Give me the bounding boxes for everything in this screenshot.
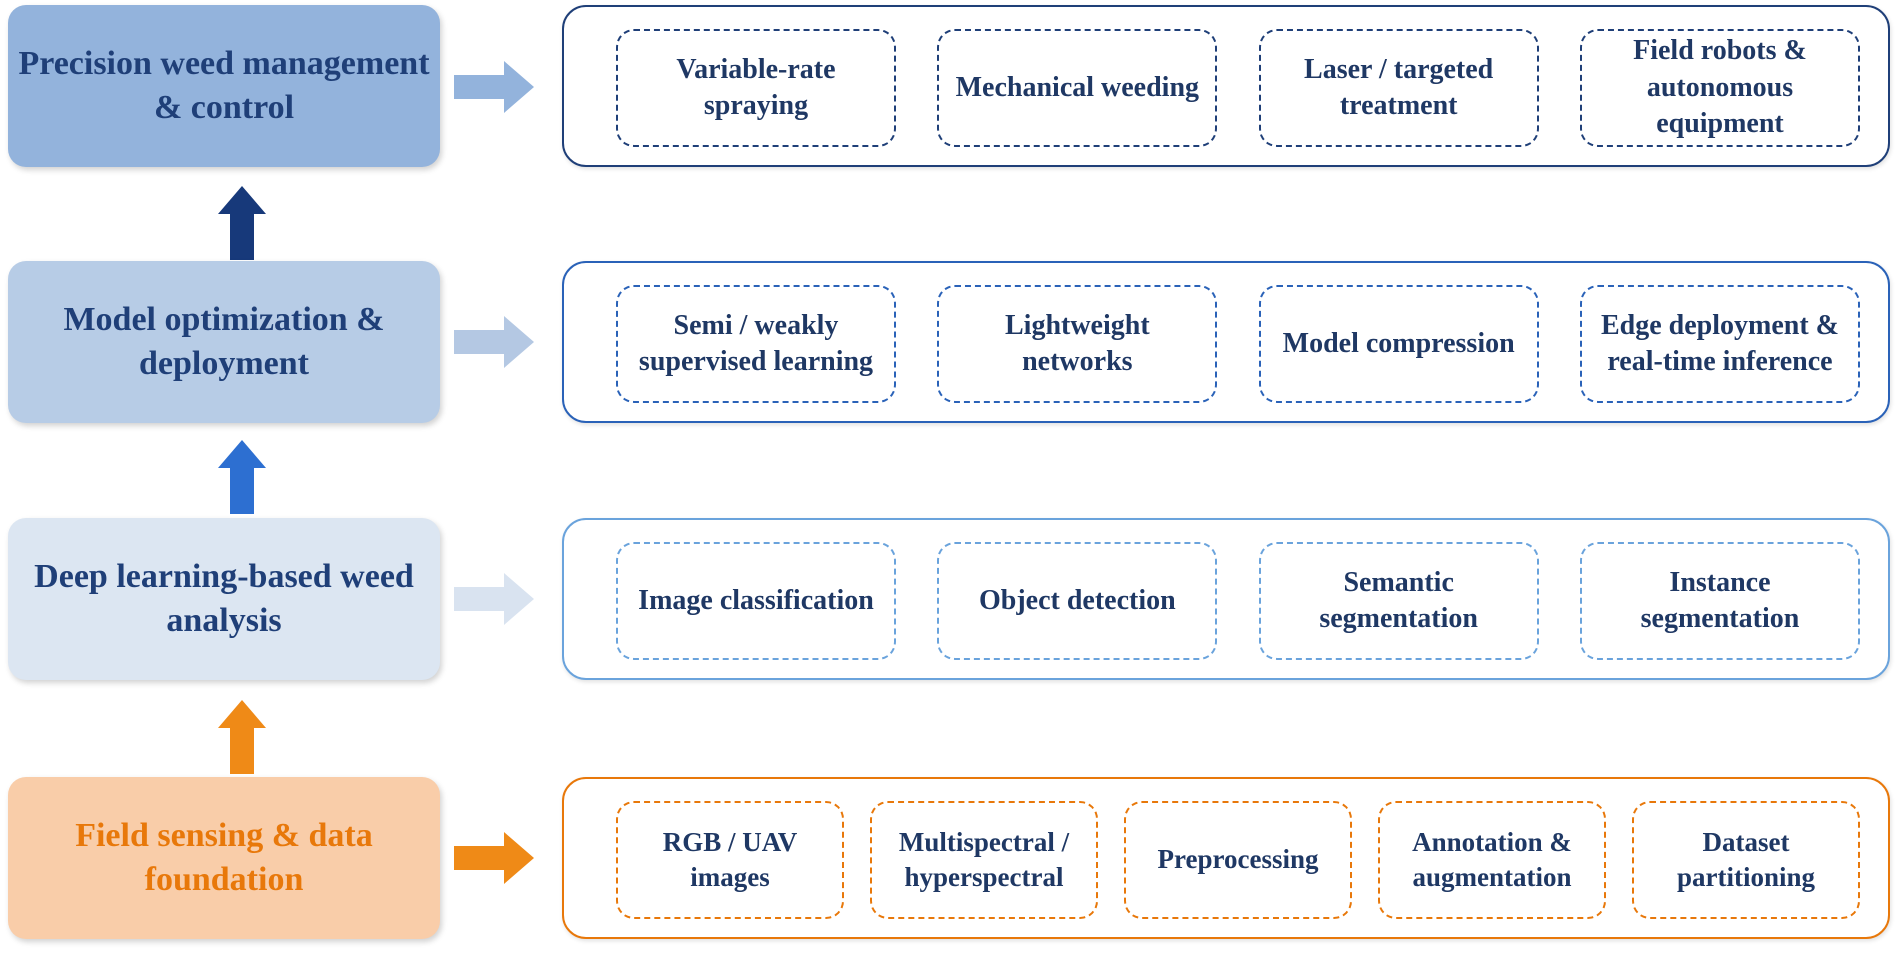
item-field-robots: Field robots & autonomous equipment: [1579, 29, 1860, 147]
stage-box-deep-learning: Deep learning-based weed analysis: [8, 518, 440, 680]
item-mechanical-weeding: Mechanical weeding: [937, 29, 1218, 147]
up-arrow-icon: [218, 700, 266, 774]
panel-model-optimization: Semi / weakly supervised learning Lightw…: [562, 261, 1890, 423]
stage-title: Deep learning-based weed analysis: [34, 557, 414, 639]
item-preprocessing: Preprocessing: [1124, 801, 1352, 919]
item-variable-rate-spraying: Variable-rate spraying: [616, 29, 896, 147]
right-arrow-icon: [454, 316, 534, 368]
item-object-detection: Object detection: [937, 542, 1218, 660]
right-arrow-icon: [454, 573, 534, 625]
item-instance-segmentation: Instance segmentation: [1579, 542, 1860, 660]
stage-title: Field sensing & data foundation: [75, 816, 373, 898]
item-multispectral-hyperspectral: Multispectral / hyperspectral: [870, 801, 1098, 919]
panel-precision-control: Variable-rate spraying Mechanical weedin…: [562, 5, 1890, 167]
right-arrow-icon: [454, 61, 534, 113]
item-model-compression: Model compression: [1258, 285, 1539, 403]
stage-box-model-optimization: Model optimization & deployment: [8, 261, 440, 423]
panel-field-sensing: RGB / UAV images Multispectral / hypersp…: [562, 777, 1890, 939]
item-semantic-segmentation: Semantic segmentation: [1258, 542, 1539, 660]
up-arrow-icon: [218, 440, 266, 514]
item-annotation-augmentation: Annotation & augmentation: [1378, 801, 1606, 919]
stage-box-field-sensing: Field sensing & data foundation: [8, 777, 440, 939]
stage-title: Model optimization & deployment: [63, 300, 385, 382]
item-dataset-partitioning: Dataset partitioning: [1632, 801, 1860, 919]
item-lightweight-networks: Lightweight networks: [937, 285, 1218, 403]
up-arrow-icon: [218, 186, 266, 260]
item-rgb-uav-images: RGB / UAV images: [616, 801, 844, 919]
item-edge-deployment: Edge deployment & real-time inference: [1579, 285, 1860, 403]
stage-title: Precision weed management & control: [18, 44, 430, 126]
panel-deep-learning: Image classification Object detection Se…: [562, 518, 1890, 680]
right-arrow-icon: [454, 832, 534, 884]
item-semi-weakly-supervised: Semi / weakly supervised learning: [616, 285, 896, 403]
stage-box-precision-control: Precision weed management & control: [8, 5, 440, 167]
item-image-classification: Image classification: [616, 542, 896, 660]
item-laser-targeted-treatment: Laser / targeted treatment: [1258, 29, 1539, 147]
